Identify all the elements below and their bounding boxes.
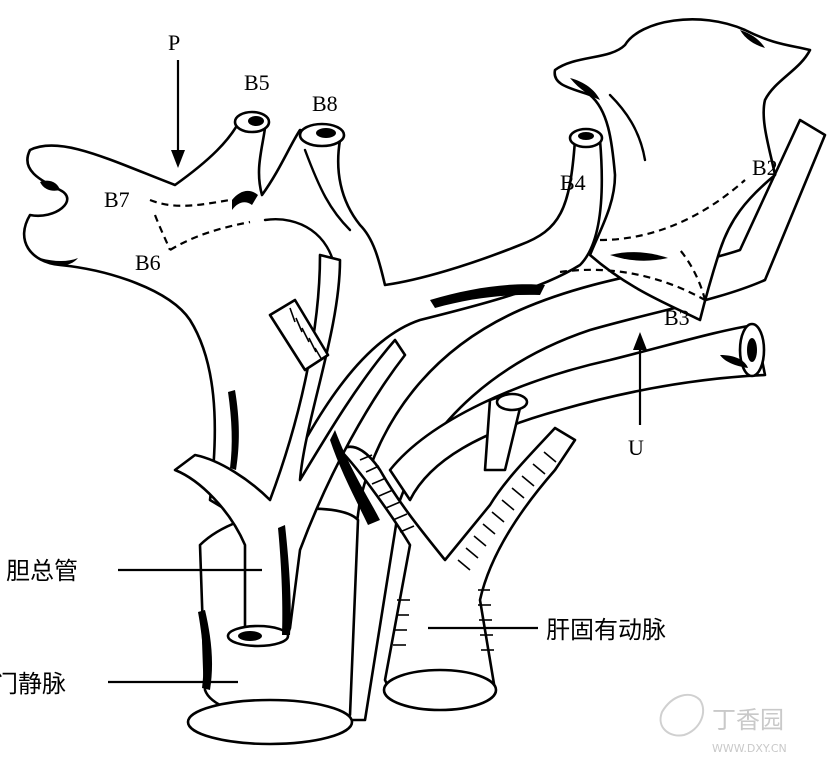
artery-hatching [359,451,557,651]
b2-inner-curve [608,93,647,162]
b2-lobe [553,18,812,322]
label-portal-vein: 门静脉 [0,670,66,698]
cystic-duct-teeth [289,307,323,361]
arrow-p-head [171,150,185,168]
label-b2: B2 [752,155,778,180]
boundary-b3-vertical [679,249,707,301]
watermark: 丁香园 WWW.DXY.CN [659,693,787,755]
boundary-b3 [559,268,706,301]
watermark-flower-icon [659,693,705,737]
b8-inner-curve [303,148,352,232]
boundary-b6 [169,220,251,251]
b3-stump-lumen [747,338,757,362]
watermark-site: WWW.DXY.CN [712,742,787,755]
bile-duct-lumen [238,631,262,641]
label-b6: B6 [135,250,161,275]
leader-lines [108,568,538,684]
boundary-b6-vertical [153,214,172,251]
bile-duct [173,253,407,648]
upper-right-region [553,18,812,322]
label-b3: B3 [664,305,690,330]
hepatic-artery [338,392,577,712]
boundary-b7 [149,198,231,207]
direction-arrows [171,60,647,425]
shading-accents [40,30,765,690]
left-portal-region [22,110,604,532]
hepatic-artery-trunk [338,426,577,711]
portal-vein-end [186,698,354,746]
label-u: U [628,435,644,460]
hepatic-artery-end [382,668,498,712]
label-hepatic-artery: 肝固有动脉 [546,616,666,644]
label-b5: B5 [244,70,270,95]
cystic-duct-stub [268,298,330,372]
label-bile-duct: 胆总管 [6,557,78,585]
label-b4: B4 [560,170,586,195]
label-b8: B8 [312,91,338,116]
label-b7: B7 [104,187,130,212]
segment-boundaries [149,179,746,301]
b8-tube-lumen [316,128,336,138]
left-lobe-branch [22,118,604,532]
arrow-u-head [633,332,647,350]
boundary-b4-b2 [599,179,746,242]
b4-tube-lumen [578,132,594,140]
watermark-brand: 丁香园 [712,706,784,734]
label-p: P [168,30,180,55]
b5-tube-lumen [248,116,264,126]
side-branch-end [495,392,529,412]
